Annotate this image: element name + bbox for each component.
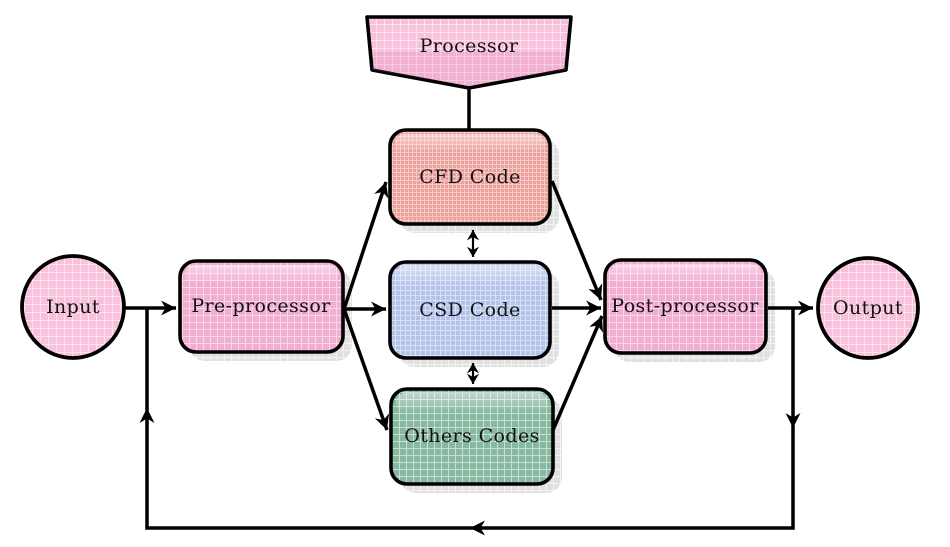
processor-label: Processor: [419, 35, 519, 57]
edge-others-to-postprocessor: [551, 315, 604, 431]
postprocessor-label: Post-processor: [611, 295, 759, 317]
cfd-node-gloss: [395, 134, 545, 154]
preprocessor-node-gloss: [185, 265, 338, 285]
input-node: [20, 254, 126, 360]
cfd-label: CFD Code: [419, 166, 521, 188]
csd-label: CSD Code: [419, 299, 521, 321]
edge-cfd-to-postprocessor: [550, 180, 603, 301]
node-shapes: [20, 15, 920, 486]
output-label: Output: [833, 297, 903, 319]
postprocessor-node-gloss: [610, 264, 761, 284]
edge-preprocessor-to-others: [342, 308, 390, 431]
processor-node: [365, 15, 573, 90]
processor-node-shading: [372, 52, 566, 86]
output-node: [816, 256, 920, 360]
preprocessor-label: Pre-processor: [191, 295, 331, 317]
others-label: Others Codes: [404, 425, 540, 447]
edge-preprocessor-to-cfd: [342, 181, 389, 310]
csd-node-gloss: [395, 266, 545, 286]
input-label: Input: [46, 296, 100, 318]
others-node-gloss: [396, 393, 548, 413]
